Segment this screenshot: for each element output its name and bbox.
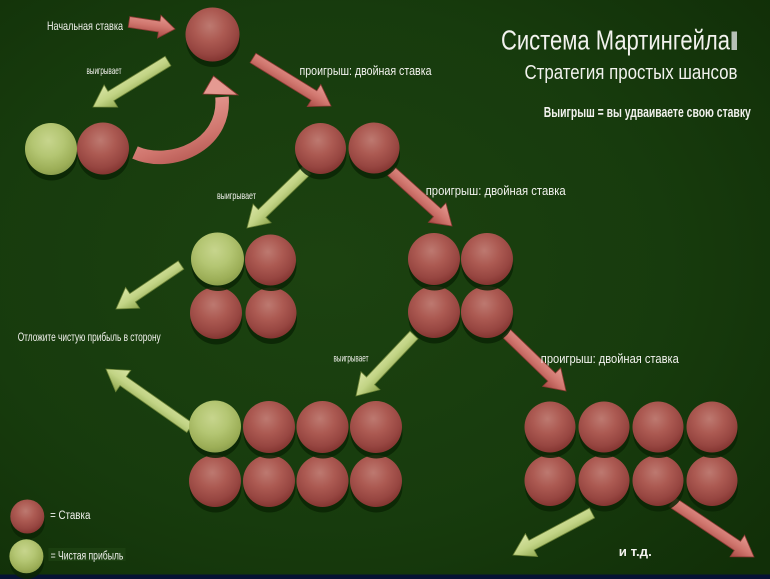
svg-text:Выигрыш = вы удваиваете свою с: Выигрыш = вы удваиваете свою ставку <box>544 104 751 121</box>
svg-text:выигрывает: выигрывает <box>217 190 256 202</box>
svg-text:= Ставка: = Ставка <box>50 510 91 522</box>
svg-text:проигрыш: двойная ставка: проигрыш: двойная ставка <box>541 351 680 366</box>
svg-text:Стратегия простых шансов: Стратегия простых шансов <box>525 62 738 84</box>
svg-text:Система Мартингейла: Система Мартингейла <box>501 24 730 55</box>
svg-text:выигрывает: выигрывает <box>87 65 122 77</box>
svg-text:проигрыш: двойная ставка: проигрыш: двойная ставка <box>300 63 433 78</box>
svg-text:проигрыш: двойная ставка: проигрыш: двойная ставка <box>426 183 567 198</box>
svg-text:и т.д.: и т.д. <box>619 545 652 559</box>
svg-text:Начальная ставка: Начальная ставка <box>47 19 123 33</box>
svg-text:Отложите чистую прибыль в стор: Отложите чистую прибыль в сторону <box>18 332 161 344</box>
svg-text:= Чистая прибыль: = Чистая прибыль <box>51 550 124 562</box>
svg-text:выигрывает: выигрывает <box>334 353 369 365</box>
